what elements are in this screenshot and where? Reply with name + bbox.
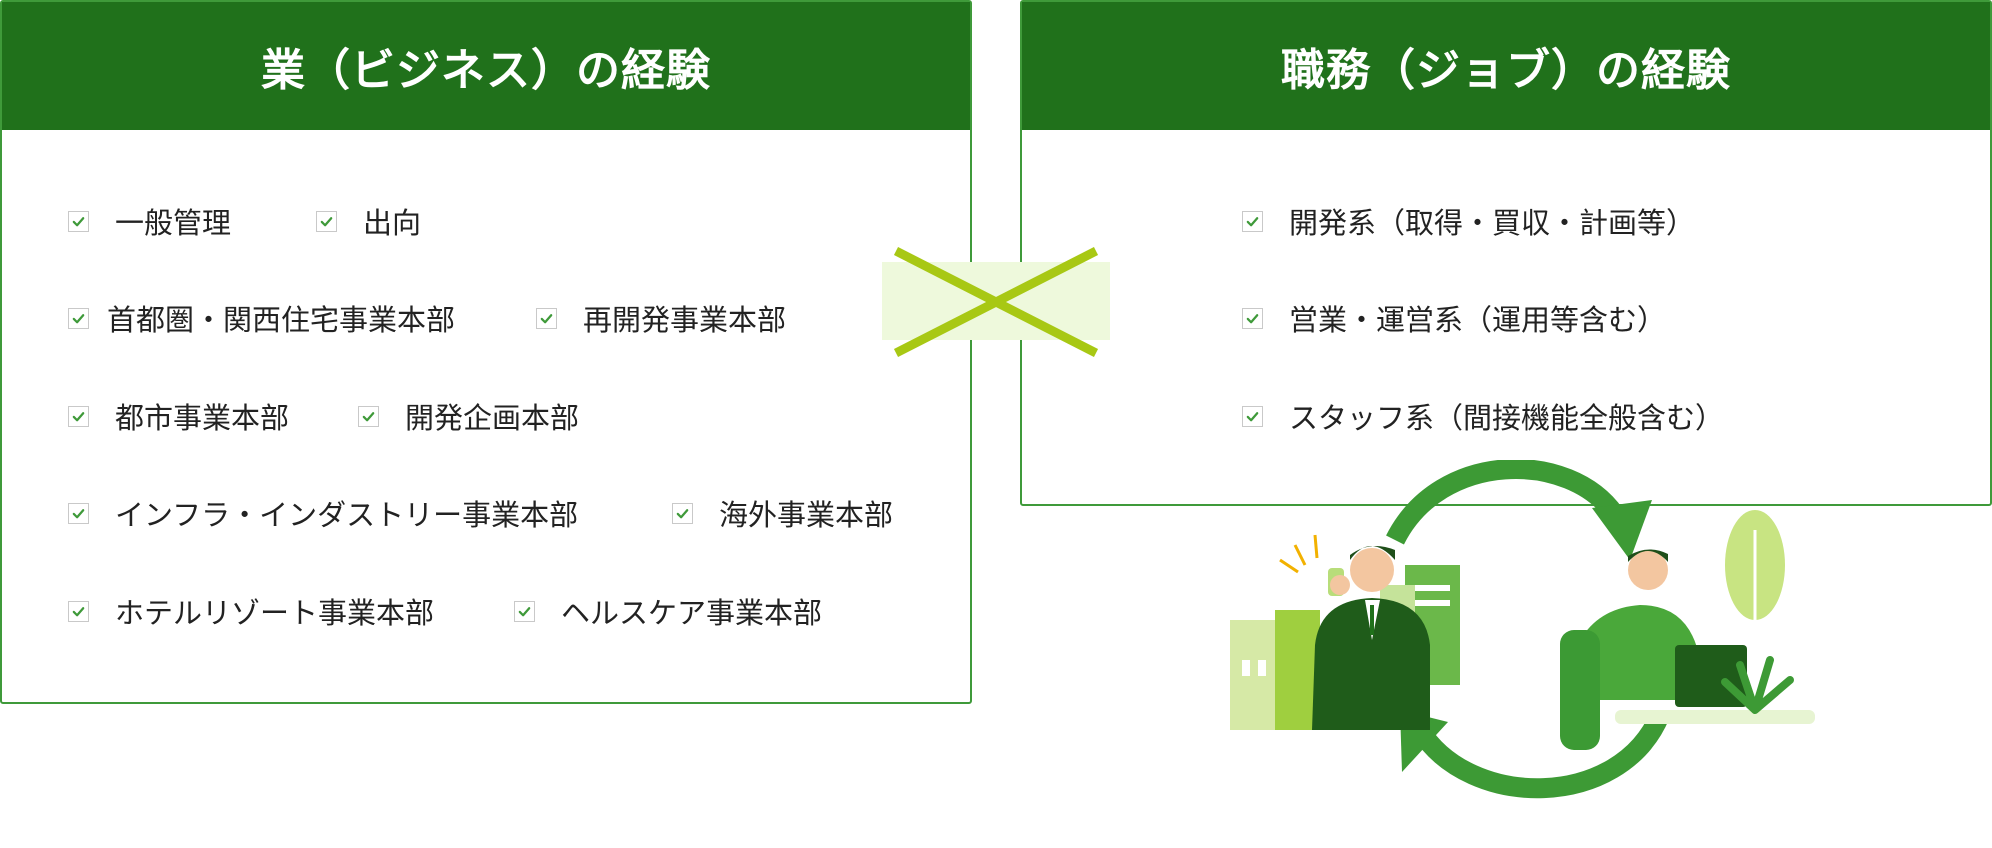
list-item: ヘルスケア事業本部 [514, 590, 822, 632]
list-item: 都市事業本部 [68, 395, 289, 437]
checkbox-checked-icon [68, 502, 89, 524]
checkbox-checked-icon [68, 600, 89, 622]
building [1275, 610, 1320, 730]
checkbox-checked-icon [1242, 307, 1263, 329]
chair [1560, 630, 1600, 750]
list-item: 開発企画本部 [358, 395, 579, 437]
laptop-icon [1675, 645, 1747, 707]
checkbox-checked-icon [672, 502, 693, 524]
multiply-cross-icon [882, 247, 1110, 357]
list-item-label: ヘルスケア事業本部 [561, 596, 823, 630]
person-head [1350, 548, 1394, 592]
list-item: 海外事業本部 [672, 492, 893, 534]
list-item: スタッフ系（間接機能全般含む） [1242, 395, 1724, 437]
checkbox-checked-icon [68, 307, 89, 329]
list-item-label: 海外事業本部 [719, 498, 894, 532]
business-experience-title: 業（ビジネス）の経験 [2, 2, 970, 130]
rotation-arrow-top [1386, 460, 1624, 545]
list-item-label: インフラ・インダストリー事業本部 [115, 498, 579, 532]
checkbox-checked-icon [68, 210, 89, 232]
checkbox-checked-icon [358, 405, 379, 427]
list-item-label: 再開発事業本部 [583, 303, 787, 337]
list-item-label: 開発系（取得・買収・計画等） [1289, 206, 1696, 240]
plant-icon [1721, 656, 1794, 714]
list-item: 首都圏・関西住宅事業本部 [68, 297, 455, 339]
list-item-label: 営業・運営系（運用等含む） [1289, 303, 1667, 337]
list-item: 営業・運営系（運用等含む） [1242, 297, 1666, 339]
checkbox-checked-icon [536, 307, 557, 329]
job-experience-title: 職務（ジョブ）の経験 [1022, 2, 1990, 130]
list-item: 出向 [316, 200, 421, 242]
list-item-label: 出向 [363, 206, 422, 240]
list-item: ホテルリゾート事業本部 [68, 590, 434, 632]
list-item: インフラ・インダストリー事業本部 [68, 492, 578, 534]
person-body [1312, 598, 1430, 730]
list-item-label: 一般管理 [115, 206, 232, 240]
checkbox-checked-icon [514, 600, 535, 622]
list-item: 開発系（取得・買収・計画等） [1242, 200, 1695, 242]
list-item-label: ホテルリゾート事業本部 [115, 596, 435, 630]
checkbox-checked-icon [316, 210, 337, 232]
list-item-label: 都市事業本部 [115, 401, 290, 435]
checkbox-checked-icon [1242, 405, 1263, 427]
list-item: 再開発事業本部 [536, 297, 786, 339]
business-experience-panel: 業（ビジネス）の経験 一般管理 出向 首都圏・関西住宅事業本部 再開発事業本部 … [0, 0, 972, 704]
person-head [1628, 550, 1668, 590]
list-item: 一般管理 [68, 200, 231, 242]
arrow-head-icon [1592, 500, 1652, 560]
checkbox-checked-icon [1242, 210, 1263, 232]
checkbox-checked-icon [68, 405, 89, 427]
list-item-label: 開発企画本部 [405, 401, 580, 435]
job-rotation-illustration [1230, 460, 1815, 799]
list-item-label: 首都圏・関西住宅事業本部 [107, 303, 456, 337]
rotation-arrow-bottom [1411, 710, 1670, 799]
list-item-label: スタッフ系（間接機能全般含む） [1289, 401, 1725, 435]
job-experience-panel: 職務（ジョブ）の経験 開発系（取得・買収・計画等） 営業・運営系（運用等含む） … [1020, 0, 1992, 506]
